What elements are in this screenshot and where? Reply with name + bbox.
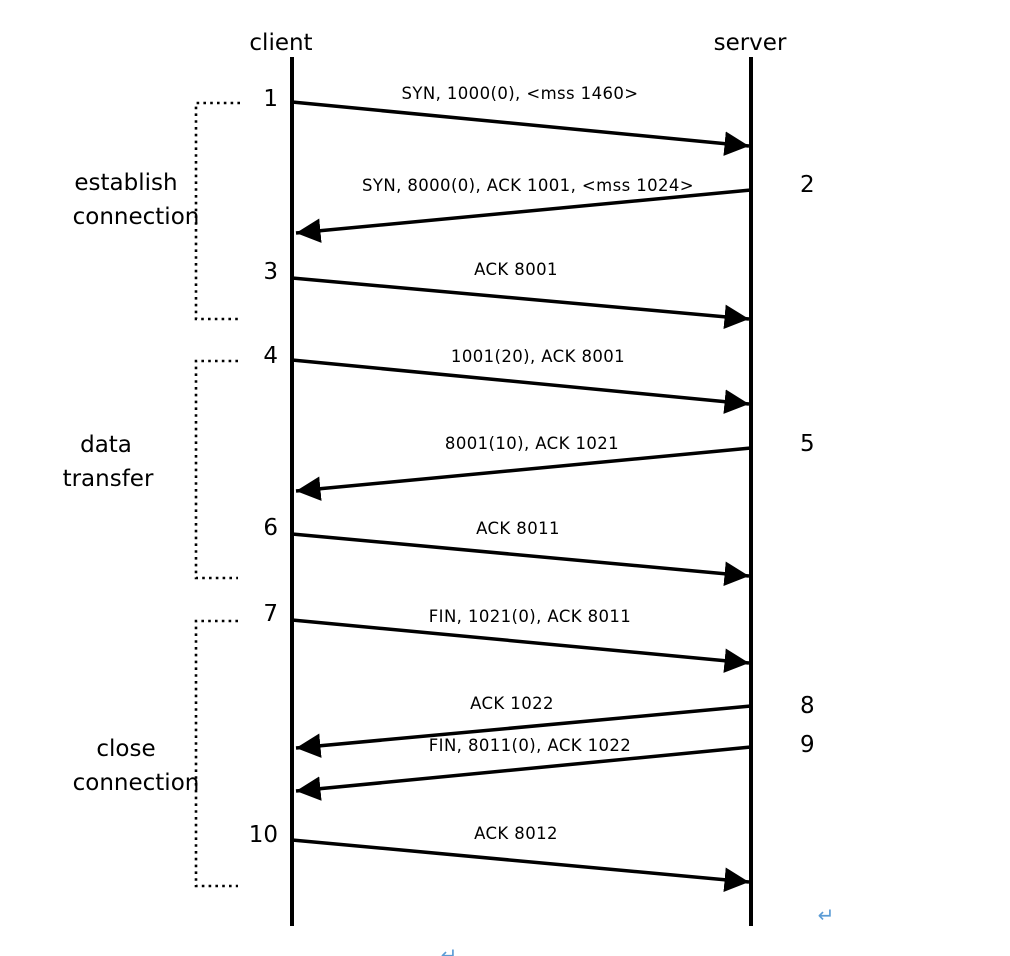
message-arrow-6 (291, 532, 750, 586)
sequence-number-7: 7 (263, 601, 278, 627)
message-label-10: ACK 8012 (474, 824, 558, 843)
sequence-number-8: 8 (800, 693, 815, 719)
sequence-number-1: 1 (263, 86, 278, 112)
client-actor-label: client (249, 30, 312, 56)
return-mark-icon: ↵ (818, 903, 835, 927)
message-arrow-1 (291, 100, 750, 156)
message-arrow-9 (295, 745, 752, 801)
sequence-number-9: 9 (800, 732, 815, 758)
message-label-2: SYN, 8000(0), ACK 1001, <mss 1024> (362, 176, 694, 195)
message-label-3: ACK 8001 (474, 260, 558, 279)
phase-label-data-line2: transfer (63, 466, 154, 492)
message-label-5: 8001(10), ACK 1021 (445, 434, 619, 453)
phase-label-close-line1: close (96, 736, 155, 762)
sequence-number-4: 4 (263, 343, 278, 369)
sequence-number-10: 10 (249, 822, 278, 848)
phase-bracket-establish (194, 101, 240, 321)
message-arrow-10 (291, 838, 750, 892)
message-label-8: ACK 1022 (470, 694, 554, 713)
message-arrow-5 (295, 446, 752, 501)
message-label-9: FIN, 8011(0), ACK 1022 (429, 736, 631, 755)
phase-bracket-close (194, 619, 238, 888)
sequence-number-5: 5 (800, 431, 815, 457)
message-arrow-7 (291, 618, 750, 673)
phase-label-establish-line1: establish (74, 170, 177, 196)
phase-bracket-data (194, 359, 238, 580)
message-label-7: FIN, 1021(0), ACK 8011 (429, 607, 631, 626)
message-arrow-2 (295, 188, 752, 243)
phase-label-close-line2: connection (73, 770, 200, 796)
message-arrow-3 (291, 276, 750, 330)
message-arrow-8 (295, 704, 752, 758)
sequence-number-6: 6 (263, 515, 278, 541)
message-arrow-4 (291, 358, 750, 414)
message-label-1: SYN, 1000(0), <mss 1460> (402, 84, 639, 103)
phase-label-data-line1: data (80, 432, 132, 458)
sequence-number-3: 3 (263, 259, 278, 285)
return-mark-icon-bottom: ↵ (441, 943, 458, 956)
phase-label-establish-line2: connection (73, 204, 200, 230)
sequence-number-2: 2 (800, 172, 815, 198)
server-actor-label: server (714, 30, 787, 56)
message-label-6: ACK 8011 (476, 519, 560, 538)
message-label-4: 1001(20), ACK 8001 (451, 347, 625, 366)
